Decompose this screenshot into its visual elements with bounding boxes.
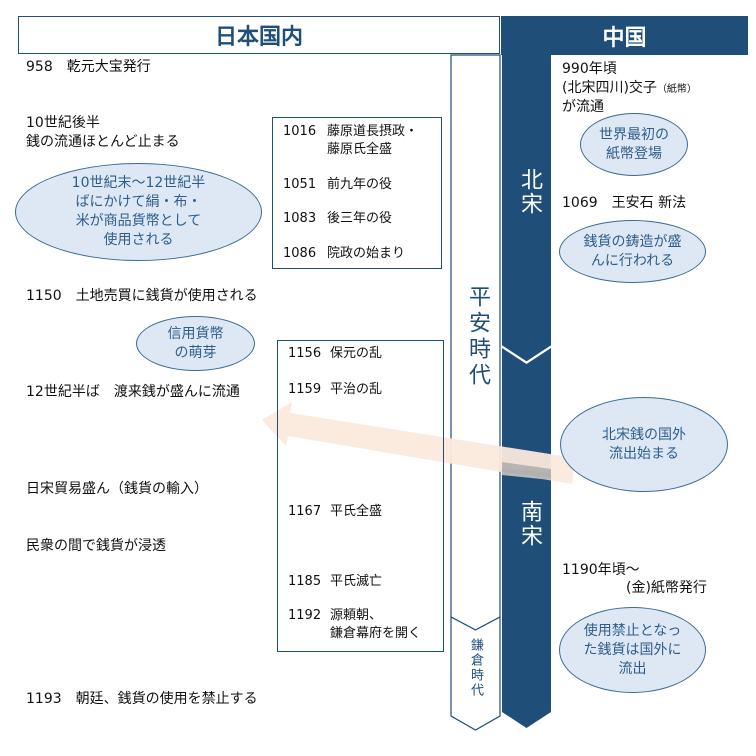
note-coin-outflow: 北宋銭の国外 流出始まる	[560, 397, 728, 492]
china-event-circulation: が流通	[562, 99, 604, 115]
event-958: 958 乾元大宝発行	[26, 59, 151, 75]
heian-era-label: 平安時代	[465, 285, 490, 389]
politics-year: 1156	[288, 346, 322, 361]
southern-song-bar	[502, 348, 551, 728]
china-event-jiaozi: (北宋四川)交子（紙幣）	[562, 79, 697, 99]
politics-event: 院政の始まり	[327, 246, 406, 261]
event-10c-late: 10世紀後半	[26, 115, 100, 131]
politics-year: 1192	[288, 608, 322, 623]
politics-event: 保元の乱	[330, 346, 383, 361]
kamakura-era-label: 鎌倉時代	[468, 638, 483, 698]
event-1150: 1150 土地売買に銭貨が使用される	[26, 288, 258, 304]
northern-song-label: 北宋	[517, 168, 542, 216]
politics-year: 1185	[288, 574, 322, 589]
northern-song-bar	[502, 55, 551, 362]
politics-event: 平氏滅亡	[330, 574, 383, 589]
coin-outflow-arrow	[262, 402, 575, 484]
china-event-jin-paper: (金)紙幣発行	[626, 580, 707, 596]
politics-event: 平治の乱	[330, 382, 383, 397]
politics-event: 平氏全盛	[330, 504, 383, 519]
politics-year: 1086	[283, 246, 317, 261]
politics-year: 1016	[283, 124, 317, 139]
note-banned-coin-outflow: 使用禁止となっ た銭貨は国外に 流出	[559, 607, 706, 693]
politics-event: 前九年の役	[327, 177, 393, 192]
china-event-990: 990年頃	[562, 61, 617, 77]
politics-box-2: 1156 保元の乱 1159 平治の乱 1167 平氏全盛 1185 平氏滅亡 …	[277, 340, 444, 652]
japan-header: 日本国内	[18, 16, 500, 54]
politics-year: 1159	[288, 382, 322, 397]
kamakura-era-bar	[450, 616, 501, 731]
event-coin-stop: 銭の流通ほとんど止まる	[26, 134, 180, 150]
event-trade: 日宋貿易盛ん（銭貨の輸入）	[26, 481, 208, 497]
note-credit-money: 信用貨幣 の萌芽	[136, 316, 255, 371]
china-header: 中国	[501, 16, 748, 55]
politics-box-1: 1016 藤原道長摂政・ 藤原氏全盛 1051 前九年の役 1083 後三年の役…	[272, 117, 442, 269]
politics-event: 後三年の役	[327, 211, 393, 226]
paper-money-note: （紙幣）	[656, 84, 697, 95]
jiaozi-text: (北宋四川)交子	[562, 80, 657, 96]
politics-event: 藤原道長摂政・ 藤原氏全盛	[327, 124, 419, 157]
event-1193: 1193 朝廷、銭貨の使用を禁止する	[26, 691, 258, 707]
politics-year: 1051	[283, 177, 317, 192]
note-first-paper-money: 世界最初の 紙幣登場	[580, 113, 688, 176]
note-coin-minting: 銭貨の鋳造が盛 んに行われる	[559, 220, 706, 283]
southern-song-label: 南宋	[517, 500, 542, 548]
china-event-1190: 1190年頃〜	[562, 562, 640, 578]
china-event-1069: 1069 王安石 新法	[562, 195, 687, 211]
event-spread: 民衆の間で銭貨が浸透	[26, 538, 166, 554]
note-commodity-money: 10世紀末〜12世紀半 ばにかけて絹・布・ 米が商品貨幣として 使用される	[15, 163, 262, 261]
politics-year: 1167	[288, 504, 322, 519]
politics-event: 源頼朝、 鎌倉幕府を開く	[330, 608, 422, 641]
event-12c-mid: 12世紀半ば 渡来銭が盛んに流通	[26, 384, 240, 400]
politics-year: 1083	[283, 211, 317, 226]
